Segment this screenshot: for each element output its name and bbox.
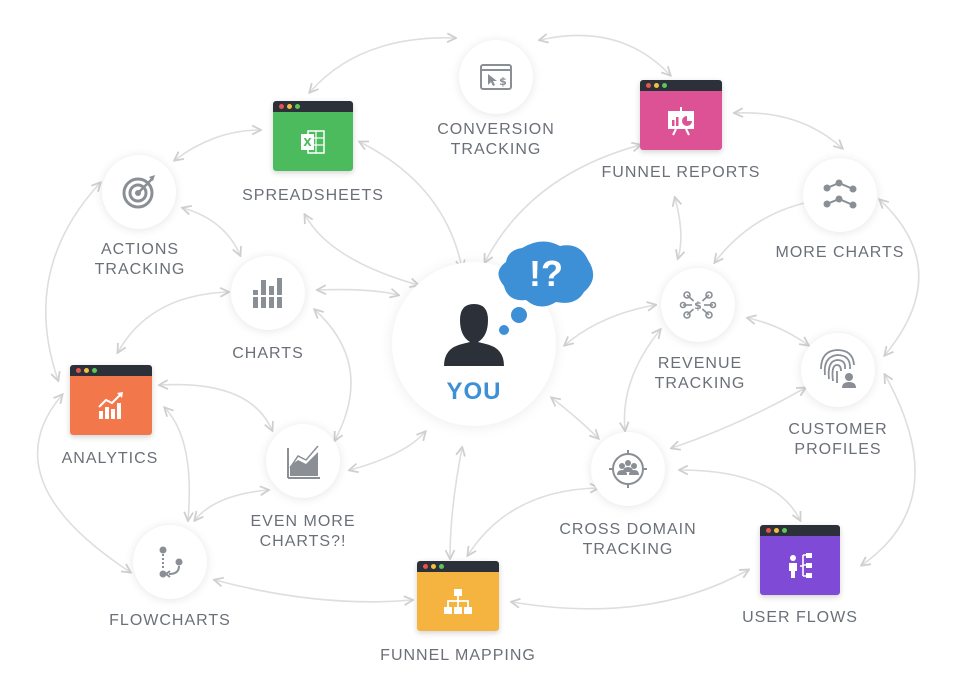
edge-you-funnelmapping — [450, 448, 462, 558]
spreadsheets-label: SPREADSHEETS — [242, 187, 384, 204]
bubble-text: !? — [529, 253, 563, 294]
edge-analytics-flowcharts2 — [36, 395, 130, 572]
funnel-mapping-node[interactable] — [417, 561, 499, 631]
edge-charts-evenmore — [315, 310, 352, 440]
funnel-mapping-label: FUNNEL MAPPING — [380, 647, 536, 664]
svg-text:$: $ — [499, 75, 507, 88]
edge-spreadsheets-conversion — [310, 38, 455, 92]
sitemap-icon — [444, 588, 472, 614]
edge-cross-userflows — [680, 470, 800, 520]
conversion-tracking-node[interactable]: $ — [459, 40, 533, 114]
edge-charts-analytics — [118, 292, 228, 352]
bar-chart-icon — [250, 278, 286, 308]
edge-customer-cross — [672, 388, 805, 448]
edge-flowcharts-funnelmapping — [215, 580, 412, 602]
thought-bubble: !? — [492, 238, 602, 338]
edge-revenue-cross — [624, 330, 660, 430]
area-chart-icon — [287, 445, 320, 479]
edge-funnelreports-you — [485, 145, 640, 262]
edge-morecharts-customer — [880, 200, 920, 355]
edge-funnelreports-morecharts — [735, 113, 842, 148]
edge-spreadsheets-you — [360, 142, 462, 268]
flow-branch-icon — [159, 546, 183, 578]
edge-revenue-customer — [748, 318, 808, 345]
edge-evenmore-you — [350, 432, 425, 470]
flowcharts-node[interactable] — [133, 525, 207, 599]
actions-tracking-node[interactable] — [102, 155, 176, 229]
flowcharts-label: FLOWCHARTS — [109, 612, 231, 629]
edge-funnelreports-revenue — [675, 198, 681, 258]
revenue-network-icon: $ — [679, 291, 717, 319]
presentation-chart-icon — [668, 106, 694, 135]
conversion-tracking-label: CONVERSION TRACKING — [437, 121, 555, 158]
edge-charts-you — [318, 290, 398, 295]
edge-cross-funnelmapping — [468, 488, 598, 555]
edge-analytics-evenmore — [160, 385, 272, 430]
even-more-charts-node[interactable] — [266, 424, 340, 498]
user-flows-node[interactable] — [760, 525, 840, 595]
analytics-node[interactable] — [70, 365, 152, 435]
funnel-reports-label: FUNNEL REPORTS — [601, 164, 761, 181]
edge-spreadsheets-you2 — [305, 215, 418, 285]
edge-actions-spreadsheets — [175, 130, 260, 160]
edge-evenmore-flowcharts — [195, 490, 268, 520]
charts-node[interactable] — [231, 256, 305, 330]
charts-label: CHARTS — [232, 345, 304, 362]
edge-analytics-flowcharts — [165, 408, 189, 520]
compass-users-icon — [609, 450, 647, 488]
analytics-label: ANALYTICS — [61, 450, 159, 467]
edge-you-cross — [552, 398, 598, 438]
target-icon — [122, 175, 155, 209]
customer-profiles-node[interactable] — [801, 333, 875, 407]
svg-text:$: $ — [694, 299, 702, 312]
spreadsheets-node[interactable]: X — [273, 101, 353, 171]
you-label: YOU — [446, 378, 502, 405]
edge-conversion-funnelreports — [540, 35, 670, 75]
excel-icon: X — [301, 129, 325, 154]
revenue-tracking-node[interactable]: $ — [661, 268, 735, 342]
svg-text:X: X — [303, 136, 312, 149]
edge-funnelmapping-userflows — [512, 570, 748, 610]
user-flows-label: USER FLOWS — [742, 609, 858, 626]
person-silhouette-icon — [444, 304, 504, 366]
funnel-reports-node[interactable] — [640, 80, 722, 150]
edge-revenue-you — [565, 305, 655, 345]
cursor-dollar-browser-icon: $ — [480, 64, 512, 90]
more-charts-label: MORE CHARTS — [775, 244, 905, 261]
edge-actions-charts — [183, 208, 240, 255]
even-more-charts-label: EVEN MORE CHARTS?! — [250, 513, 356, 550]
actions-tracking-label: ACTIONS TRACKING — [94, 241, 186, 278]
user-flow-tree-icon — [789, 552, 812, 578]
cross-domain-tracking-node[interactable] — [591, 432, 665, 506]
analytics-bars-icon — [98, 391, 123, 419]
fingerprint-user-icon — [820, 349, 856, 388]
edge-actions-analytics — [44, 183, 100, 380]
thought-bubble-icon — [498, 241, 594, 335]
network-nodes-icon — [823, 179, 857, 209]
customer-profiles-label: CUSTOMER PROFILES — [788, 421, 888, 458]
cross-domain-tracking-label: CROSS DOMAIN TRACKING — [559, 521, 697, 558]
edge-customer-userflows — [862, 375, 916, 565]
revenue-tracking-label: REVENUE TRACKING — [654, 355, 746, 392]
more-charts-node[interactable] — [803, 158, 877, 232]
